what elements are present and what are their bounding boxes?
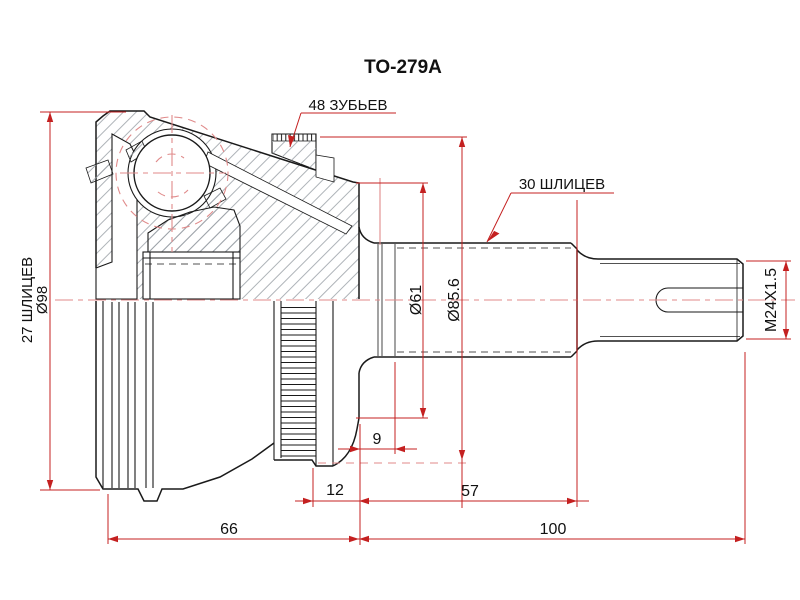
dim-bell-length: 66 <box>220 521 238 538</box>
inner-splines-label: 27 ШЛИЦЕВ <box>19 257 36 343</box>
abs-ring-diameter-label: Ø85.6 <box>446 278 463 322</box>
dim-shaft-length: 100 <box>540 521 567 538</box>
centerlines <box>55 115 795 464</box>
outer-splines-label: 30 ШЛИЦЕВ <box>519 176 605 193</box>
face-diameter-label: Ø61 <box>408 285 425 315</box>
abs-ring-teeth-band <box>273 301 334 467</box>
bell-exterior <box>95 301 375 502</box>
inner-race <box>143 206 241 299</box>
dim-face-to-spline: 9 <box>373 431 382 448</box>
dim-spline-length: 57 <box>461 483 479 500</box>
bearing-cage <box>85 140 227 209</box>
inner-race-bore <box>142 251 241 300</box>
dimension-lines <box>40 111 791 545</box>
body-diameter-label: Ø98 <box>34 286 51 314</box>
boot-grooves <box>111 302 154 488</box>
dim-ring-offset: 12 <box>326 482 344 499</box>
spline-shaft <box>358 226 578 358</box>
outer-bell-section <box>95 110 360 300</box>
ball-pitch-circle <box>115 116 229 230</box>
bell-mouth-cavity <box>95 133 138 300</box>
part-number-title: TO-279A <box>364 57 442 78</box>
teeth-count-label: 48 ЗУБЬЕВ <box>309 97 388 114</box>
thread-spec-label: M24X1.5 <box>763 268 780 332</box>
